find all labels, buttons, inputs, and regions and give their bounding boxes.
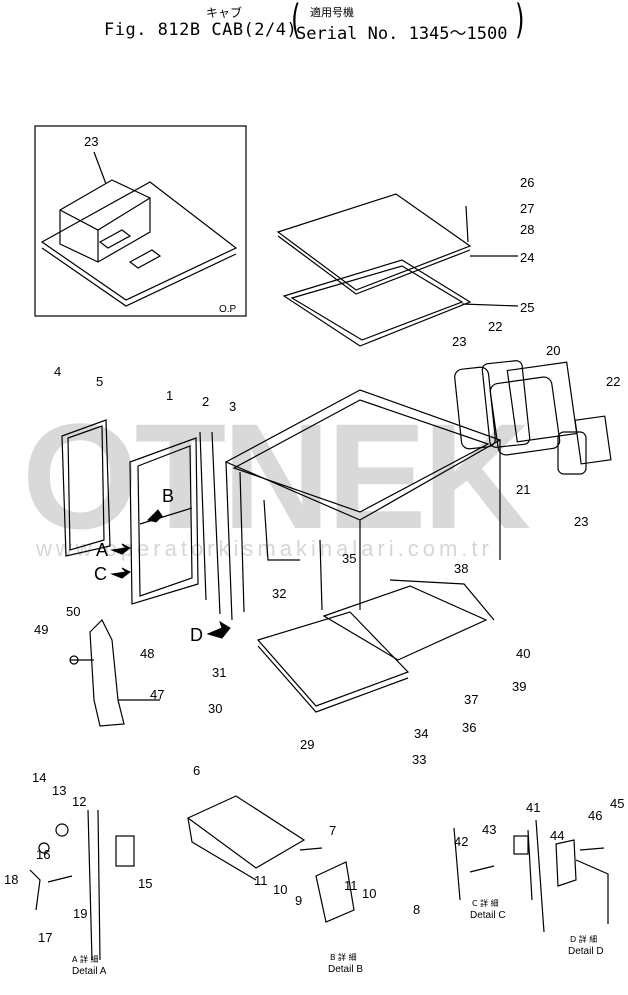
detail-b-en: Detail B bbox=[328, 964, 363, 975]
marker-c: C bbox=[94, 564, 107, 584]
inset-box: 23 O.P bbox=[34, 125, 247, 317]
callout-39: 39 bbox=[512, 679, 526, 694]
detail-b-jp: B 詳 細 bbox=[330, 952, 357, 962]
detail-markers: A B C D bbox=[94, 486, 231, 645]
detail-c-jp: C 詳 細 bbox=[472, 898, 499, 908]
marker-a: A bbox=[96, 540, 108, 560]
door-assembly bbox=[61, 419, 221, 615]
callout-15: 15 bbox=[138, 876, 152, 891]
callout-19: 19 bbox=[73, 906, 87, 921]
bracket-47 bbox=[69, 618, 160, 727]
callout-42: 42 bbox=[454, 834, 468, 849]
side-windows bbox=[454, 360, 612, 475]
close-paren: ) bbox=[515, 0, 525, 43]
callout-12: 12 bbox=[72, 794, 86, 809]
floor-plates bbox=[256, 579, 495, 713]
cab-frame bbox=[224, 389, 502, 621]
callout-34: 34 bbox=[414, 726, 428, 741]
callouts: 1 2 3 4 5 6 7 8 9 10 11 12 13 14 15 16 1… bbox=[4, 175, 624, 945]
callout-24-inset: 23 bbox=[84, 134, 98, 149]
callout-27: 27 bbox=[520, 201, 534, 216]
callout-9: 9 bbox=[295, 893, 302, 908]
detail-captions: A 詳 細 Detail A B 詳 細 Detail B C 詳 細 Deta… bbox=[72, 898, 604, 977]
callout-22a: 22 bbox=[488, 319, 502, 334]
inset-note: O.P bbox=[219, 304, 237, 315]
callout-22b: 22 bbox=[606, 374, 620, 389]
callout-44: 44 bbox=[550, 828, 564, 843]
callout-18: 18 bbox=[4, 872, 18, 887]
callout-7: 7 bbox=[329, 823, 336, 838]
title-japanese: キャブ bbox=[206, 6, 243, 20]
callout-10b: 10 bbox=[362, 886, 376, 901]
applicable-japanese: 適用号機 bbox=[310, 6, 354, 19]
callout-31: 31 bbox=[212, 665, 226, 680]
callout-6: 6 bbox=[193, 763, 200, 778]
watermark-url: www.operatorkismakinalari.com.tr bbox=[35, 536, 493, 561]
callout-36: 36 bbox=[462, 720, 476, 735]
callout-30: 30 bbox=[208, 701, 222, 716]
detail-cd-drawing bbox=[453, 819, 609, 933]
callout-28: 28 bbox=[520, 222, 534, 237]
detail-a-en: Detail A bbox=[72, 966, 107, 977]
callout-24: 24 bbox=[520, 250, 534, 265]
detail-a-drawing bbox=[29, 809, 135, 961]
callout-21: 21 bbox=[516, 482, 530, 497]
detail-a-jp: A 詳 細 bbox=[72, 954, 99, 964]
roof-panel bbox=[276, 193, 519, 347]
callout-17: 17 bbox=[38, 930, 52, 945]
detail-c-en: Detail C bbox=[470, 910, 506, 921]
callout-29: 29 bbox=[300, 737, 314, 752]
callout-23b: 23 bbox=[574, 514, 588, 529]
callout-3: 3 bbox=[229, 399, 236, 414]
callout-41: 41 bbox=[526, 800, 540, 815]
callout-40: 40 bbox=[516, 646, 530, 661]
callout-1: 1 bbox=[166, 388, 173, 403]
detail-d-en: Detail D bbox=[568, 946, 604, 957]
marker-d: D bbox=[190, 625, 203, 645]
callout-13: 13 bbox=[52, 783, 66, 798]
callout-48: 48 bbox=[140, 646, 154, 661]
page-header: キャブ ( 適用号機 Fig. 812B CAB(2/4) Serial No.… bbox=[0, 0, 628, 50]
callout-38: 38 bbox=[454, 561, 468, 576]
callout-23a: 23 bbox=[452, 334, 466, 349]
detail-b-drawing bbox=[186, 795, 355, 923]
callout-46: 46 bbox=[588, 808, 602, 823]
callout-37: 37 bbox=[464, 692, 478, 707]
callout-35: 35 bbox=[342, 551, 356, 566]
marker-b: B bbox=[162, 486, 174, 506]
callout-32: 32 bbox=[272, 586, 286, 601]
callout-11: 11 bbox=[254, 873, 268, 888]
callout-8: 8 bbox=[413, 902, 420, 917]
callout-2: 2 bbox=[202, 394, 209, 409]
callout-33: 33 bbox=[412, 752, 426, 767]
callout-26: 26 bbox=[520, 175, 534, 190]
callout-14: 14 bbox=[32, 770, 46, 785]
callout-5: 5 bbox=[96, 374, 103, 389]
callout-10: 10 bbox=[273, 882, 287, 897]
callout-43: 43 bbox=[482, 822, 496, 837]
callout-25: 25 bbox=[520, 300, 534, 315]
detail-d-jp: D 詳 細 bbox=[570, 934, 597, 944]
open-paren: ( bbox=[291, 0, 301, 43]
figure-title: Fig. 812B CAB(2/4) bbox=[104, 20, 298, 40]
callout-4: 4 bbox=[54, 364, 61, 379]
callout-11b: 11 bbox=[344, 878, 358, 893]
watermark-brand: OTNEK bbox=[22, 392, 530, 560]
callout-47: 47 bbox=[150, 687, 164, 702]
callout-16: 16 bbox=[36, 847, 50, 862]
callout-50: 50 bbox=[66, 604, 80, 619]
callout-45: 45 bbox=[610, 796, 624, 811]
callout-20: 20 bbox=[546, 343, 560, 358]
serial-range: Serial No. 1345～1500 bbox=[296, 24, 508, 44]
callout-49: 49 bbox=[34, 622, 48, 637]
